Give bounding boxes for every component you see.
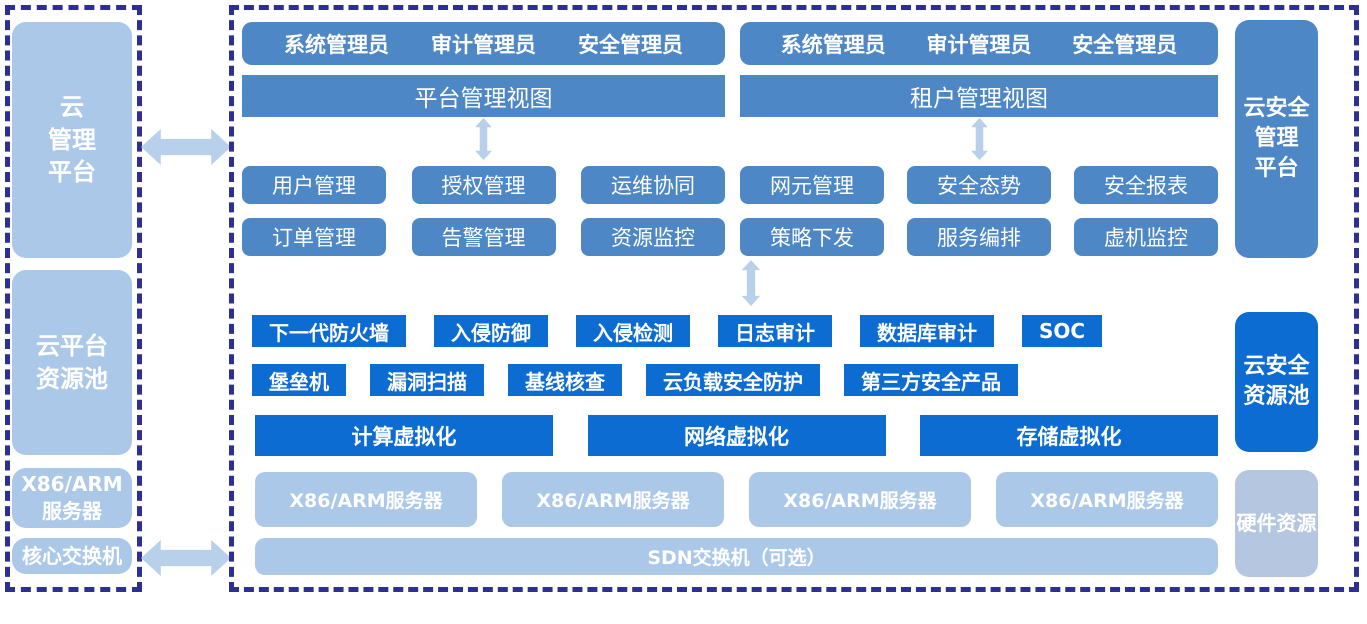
platform-module: 授权管理 <box>411 166 556 204</box>
admin-label: 审计管理员 <box>926 32 1032 57</box>
left-top-link-arrow-icon <box>141 129 231 165</box>
platform-module: 资源监控 <box>581 218 725 256</box>
main-security-platform-group: 系统管理员 审计管理员 安全管理员 系统管理员 审计管理员 安全管理员 平台管理视图 租… <box>229 5 1359 592</box>
tenant-module: 服务编排 <box>907 218 1051 256</box>
server-box: X86/ARM服务器 <box>502 472 724 527</box>
tenant-module: 策略下发 <box>740 218 884 256</box>
x86-arm-server-box: X86/ARM 服务器 <box>12 468 132 528</box>
platform-modules-row2: 订单管理告警管理资源监控 <box>242 218 725 256</box>
security-product: 日志审计 <box>716 313 834 349</box>
tenant-view-link-arrow-icon <box>971 118 988 160</box>
security-products-row1: 下一代防火墙入侵防御入侵检测日志审计数据库审计 SOC <box>250 313 1105 349</box>
security-product: 入侵防御 <box>432 313 550 349</box>
server-box: X86/ARM服务器 <box>996 472 1218 527</box>
admin-label: 安全管理员 <box>1072 32 1178 57</box>
cloud-platform-resource-pool-box: 云平台 资源池 <box>12 270 132 455</box>
admin-label: 系统管理员 <box>780 32 886 57</box>
security-product: 下一代防火墙 <box>250 313 408 349</box>
management-to-pool-link-arrow-icon <box>741 260 761 306</box>
virtualization-layer: 计算虚拟化 <box>255 415 553 456</box>
security-product: 漏洞扫描 <box>368 362 486 398</box>
tenant-module: 网元管理 <box>740 166 884 204</box>
admin-label: 安全管理员 <box>578 32 683 57</box>
server-box: X86/ARM服务器 <box>749 472 971 527</box>
tenant-modules-row2: 策略下发服务编排虚机监控 <box>740 218 1218 256</box>
platform-module: 用户管理 <box>242 166 386 204</box>
core-switch-box: 核心交换机 <box>12 538 132 574</box>
sdn-switch-bar: SDN交换机（可选） <box>255 538 1218 575</box>
platform-admins-bar: 系统管理员 审计管理员 安全管理员 <box>242 22 725 65</box>
tenant-module: 虚机监控 <box>1074 218 1218 256</box>
security-product: 堡垒机 <box>250 362 348 398</box>
platform-modules-row1: 用户管理授权管理运维协同 <box>242 166 725 204</box>
virtualization-layer: 存储虚拟化 <box>920 415 1218 456</box>
platform-module: 告警管理 <box>411 218 556 256</box>
security-product: 入侵检测 <box>574 313 692 349</box>
server-box: X86/ARM服务器 <box>255 472 477 527</box>
security-product: SOC <box>1020 313 1105 349</box>
tenant-modules-row1: 网元管理安全态势安全报表 <box>740 166 1218 204</box>
hardware-servers-row: X86/ARM服务器 X86/ARM服务器 X86/ARM服务器 X86/ARM服务器 <box>255 472 1218 527</box>
security-products-row2: 堡垒机漏洞扫描基线核查云负载安全防护第三方安全产品 <box>250 362 1020 398</box>
cloud-security-mgmt-platform-box: 云安全 管理 平台 <box>1235 20 1318 258</box>
platform-management-view-bar: 平台管理视图 <box>242 75 725 117</box>
hardware-resources-box: 硬件资源 <box>1235 470 1318 577</box>
platform-module: 运维协同 <box>581 166 725 204</box>
security-product: 数据库审计 <box>858 313 996 349</box>
cloud-mgmt-platform-box: 云 管理 平台 <box>12 22 132 258</box>
admin-label: 审计管理员 <box>431 32 536 57</box>
left-cloud-platform-group: 云 管理 平台 云平台 资源池 X86/ARM 服务器 核心交换机 <box>5 5 142 592</box>
left-bottom-link-arrow-icon <box>141 540 231 576</box>
tenant-module: 安全报表 <box>1074 166 1218 204</box>
tenant-module: 安全态势 <box>907 166 1051 204</box>
platform-view-link-arrow-icon <box>475 118 492 160</box>
security-product: 基线核查 <box>506 362 624 398</box>
virtualization-layer-row: 计算虚拟化网络虚拟化存储虚拟化 <box>255 415 1218 456</box>
platform-module: 订单管理 <box>242 218 386 256</box>
admin-label: 系统管理员 <box>284 32 389 57</box>
security-product: 第三方安全产品 <box>842 362 1020 398</box>
security-product: 云负载安全防护 <box>644 362 822 398</box>
tenant-management-view-bar: 租户管理视图 <box>740 75 1218 117</box>
virtualization-layer: 网络虚拟化 <box>587 415 886 456</box>
cloud-security-resource-pool-box: 云安全 资源池 <box>1235 312 1318 452</box>
tenant-admins-bar: 系统管理员 审计管理员 安全管理员 <box>740 22 1218 65</box>
